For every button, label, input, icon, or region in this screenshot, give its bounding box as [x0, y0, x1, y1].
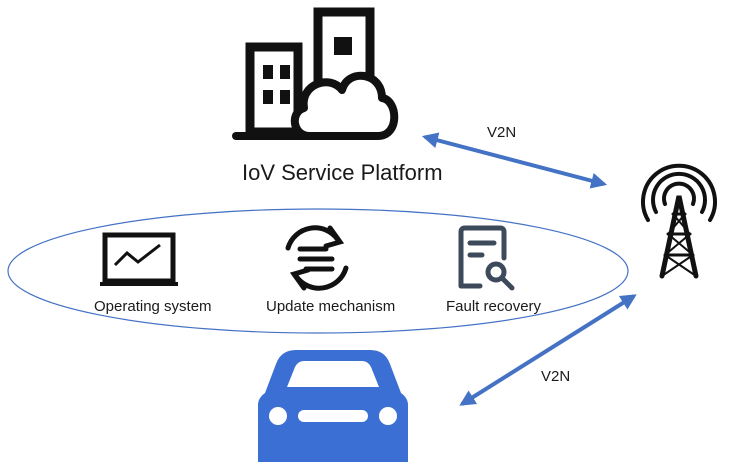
sync-refresh-icon — [285, 225, 349, 291]
update-mechanism-label: Update mechanism — [266, 298, 396, 315]
cell-tower-icon — [641, 163, 717, 279]
platform-label: IoV Service Platform — [242, 160, 443, 185]
operating-system-label: Operating system — [94, 298, 212, 315]
v2n-label-top: V2N — [487, 124, 517, 141]
v2n-label-bottom: V2N — [541, 368, 571, 385]
monitor-chart-icon — [100, 232, 178, 286]
v2n-arrow-bottom — [459, 294, 637, 406]
building-cloud-icon — [232, 7, 399, 140]
feature-ellipse — [7, 208, 629, 334]
document-search-icon — [458, 225, 515, 291]
car-icon — [258, 350, 408, 462]
v2n-arrow-top — [421, 132, 608, 189]
fault-recovery-label: Fault recovery — [446, 298, 542, 315]
